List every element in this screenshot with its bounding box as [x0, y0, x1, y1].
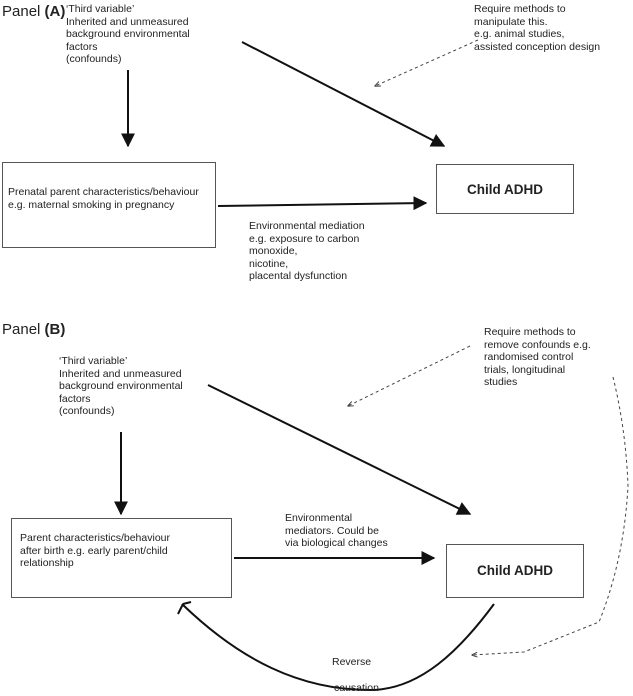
- panel-b-outcome-box: Child ADHD: [446, 544, 584, 598]
- panel-a-third-variable: ‘Third variable’ Inherited and unmeasure…: [66, 3, 190, 65]
- panel-b-methods-note: Require methods to remove confounds e.g.…: [484, 326, 591, 388]
- panel-b-exposure-label: Parent characteristics/behaviour after b…: [20, 532, 170, 569]
- panel-a-exposure-box: Prenatal parent characteristics/behaviou…: [2, 162, 216, 248]
- arrow-b-reverse-causation: [181, 603, 495, 692]
- panel-a-title: Panel (A): [2, 3, 66, 20]
- arrow-a-exposure-to-outcome: [217, 196, 428, 211]
- panel-a-outcome-box: Child ADHD: [436, 164, 574, 214]
- panel-b-third-variable: ‘Third variable’ Inherited and unmeasure…: [59, 355, 183, 417]
- arrow-b-side-dashed: [472, 376, 629, 655]
- panel-a-mediation-note: Environmental mediation e.g. exposure to…: [249, 220, 365, 282]
- panel-b-reverse-label: Reverse: [332, 656, 372, 668]
- panel-a-methods-note: Require methods to manipulate this. e.g.…: [474, 3, 601, 53]
- arrow-b-reverse-head: [177, 601, 192, 615]
- arrow-b-confounds-to-outcome: [207, 384, 472, 515]
- panel-b-exposure-box: Parent characteristics/behaviour after b…: [11, 518, 232, 598]
- arrow-a-confounds-to-outcome: [241, 41, 446, 147]
- panel-a-exposure-label: Prenatal parent characteristics/behaviou…: [8, 186, 199, 211]
- arrow-b-methods-dashed: [348, 345, 471, 406]
- panel-a-outcome-label: Child ADHD: [467, 182, 543, 197]
- arrow-a-methods-dashed: [375, 39, 479, 86]
- panel-b-title: Panel (B): [2, 321, 66, 338]
- panel-b-outcome-label: Child ADHD: [477, 563, 553, 578]
- panel-b-mediators-note: Environmental mediators. Could be via bi…: [285, 512, 388, 549]
- panel-b-causation-label: causation: [334, 682, 379, 694]
